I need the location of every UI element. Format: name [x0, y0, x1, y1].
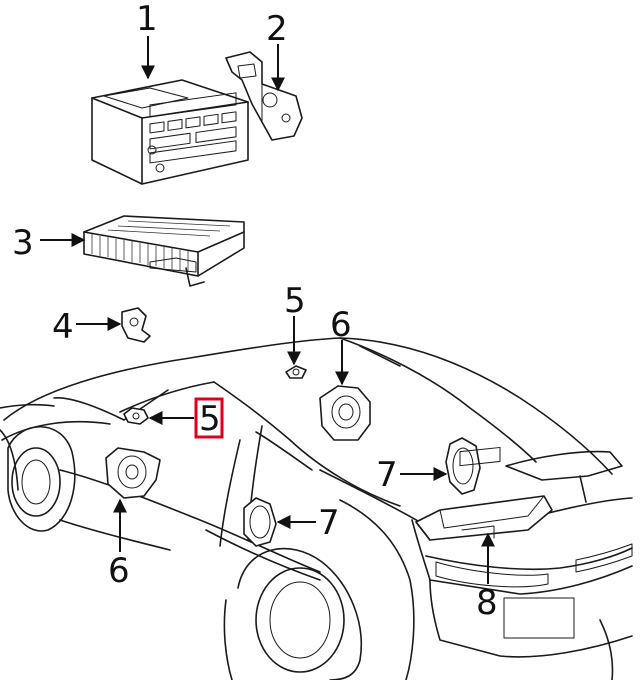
speaker-door-icon[interactable] — [243, 497, 277, 547]
callout-5-highlighted[interactable]: 5 — [199, 399, 221, 439]
tweeter-speaker-roof-icon[interactable] — [285, 365, 307, 379]
car-body-outline — [0, 337, 633, 680]
callout-1[interactable]: 1 — [136, 0, 158, 39]
tweeter-speaker-dash-icon[interactable] — [123, 407, 149, 425]
callout-3[interactable]: 3 — [12, 223, 34, 263]
callout-8[interactable]: 8 — [476, 583, 498, 623]
callout-7-shelf[interactable]: 7 — [376, 455, 398, 495]
callout-4[interactable]: 4 — [52, 307, 74, 347]
callout-7-door[interactable]: 7 — [318, 503, 340, 543]
amplifier-icon[interactable] — [83, 215, 245, 287]
speaker-housing-door-icon[interactable] — [105, 447, 161, 499]
radio-head-unit-icon[interactable] — [91, 79, 249, 185]
callout-2[interactable]: 2 — [266, 9, 288, 49]
mounting-bracket-icon[interactable] — [225, 51, 303, 141]
callout-5-roof[interactable]: 5 — [284, 281, 306, 321]
subwoofer-box-icon[interactable] — [415, 446, 553, 541]
callout-6-rear[interactable]: 6 — [330, 305, 352, 345]
leader-lines — [40, 36, 495, 584]
callout-5-highlight-box — [194, 397, 224, 439]
small-bracket-icon[interactable] — [121, 307, 151, 343]
speaker-housing-rear-icon[interactable] — [319, 385, 371, 441]
callout-6-door[interactable]: 6 — [108, 551, 130, 591]
speaker-rear-icon[interactable] — [445, 437, 481, 495]
